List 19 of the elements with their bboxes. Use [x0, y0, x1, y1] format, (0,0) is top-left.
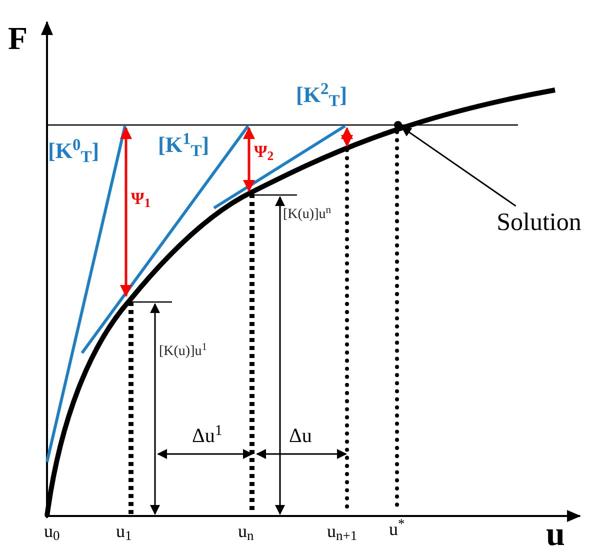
- callout-text: Solution: [496, 210, 582, 234]
- axis-title: F: [8, 22, 28, 54]
- stiffness-label: [K$^{2}$$_{T}$]: [296, 84, 348, 106]
- residual-label: Ψ$_{1}$: [131, 190, 151, 207]
- increment-label: Δu: [289, 426, 312, 446]
- tick-label: u$_{n+1}$: [327, 522, 358, 540]
- force-label: [K(u)]u$^{1}$: [159, 345, 208, 359]
- tick-label: u$_{0}$: [44, 522, 60, 540]
- tick-label: u$^{*}$: [389, 520, 405, 538]
- force-label: [K(u)]u$^{n}$: [283, 208, 332, 222]
- leader-line: [401, 126, 516, 207]
- stiffness-label: [K$^{0}$$_{T}$]: [48, 140, 100, 162]
- stiffness-label: [K$^{1}$$_{T}$]: [158, 134, 210, 156]
- tick-label: u$_{n}$: [238, 522, 254, 540]
- solution-point: [394, 121, 402, 129]
- increment-label: Δu$^{1}$: [192, 426, 222, 446]
- residual-label: Ψ$_{2}$: [254, 143, 274, 160]
- axis-title: u: [546, 518, 565, 552]
- tick-label: u$_{1}$: [116, 522, 132, 540]
